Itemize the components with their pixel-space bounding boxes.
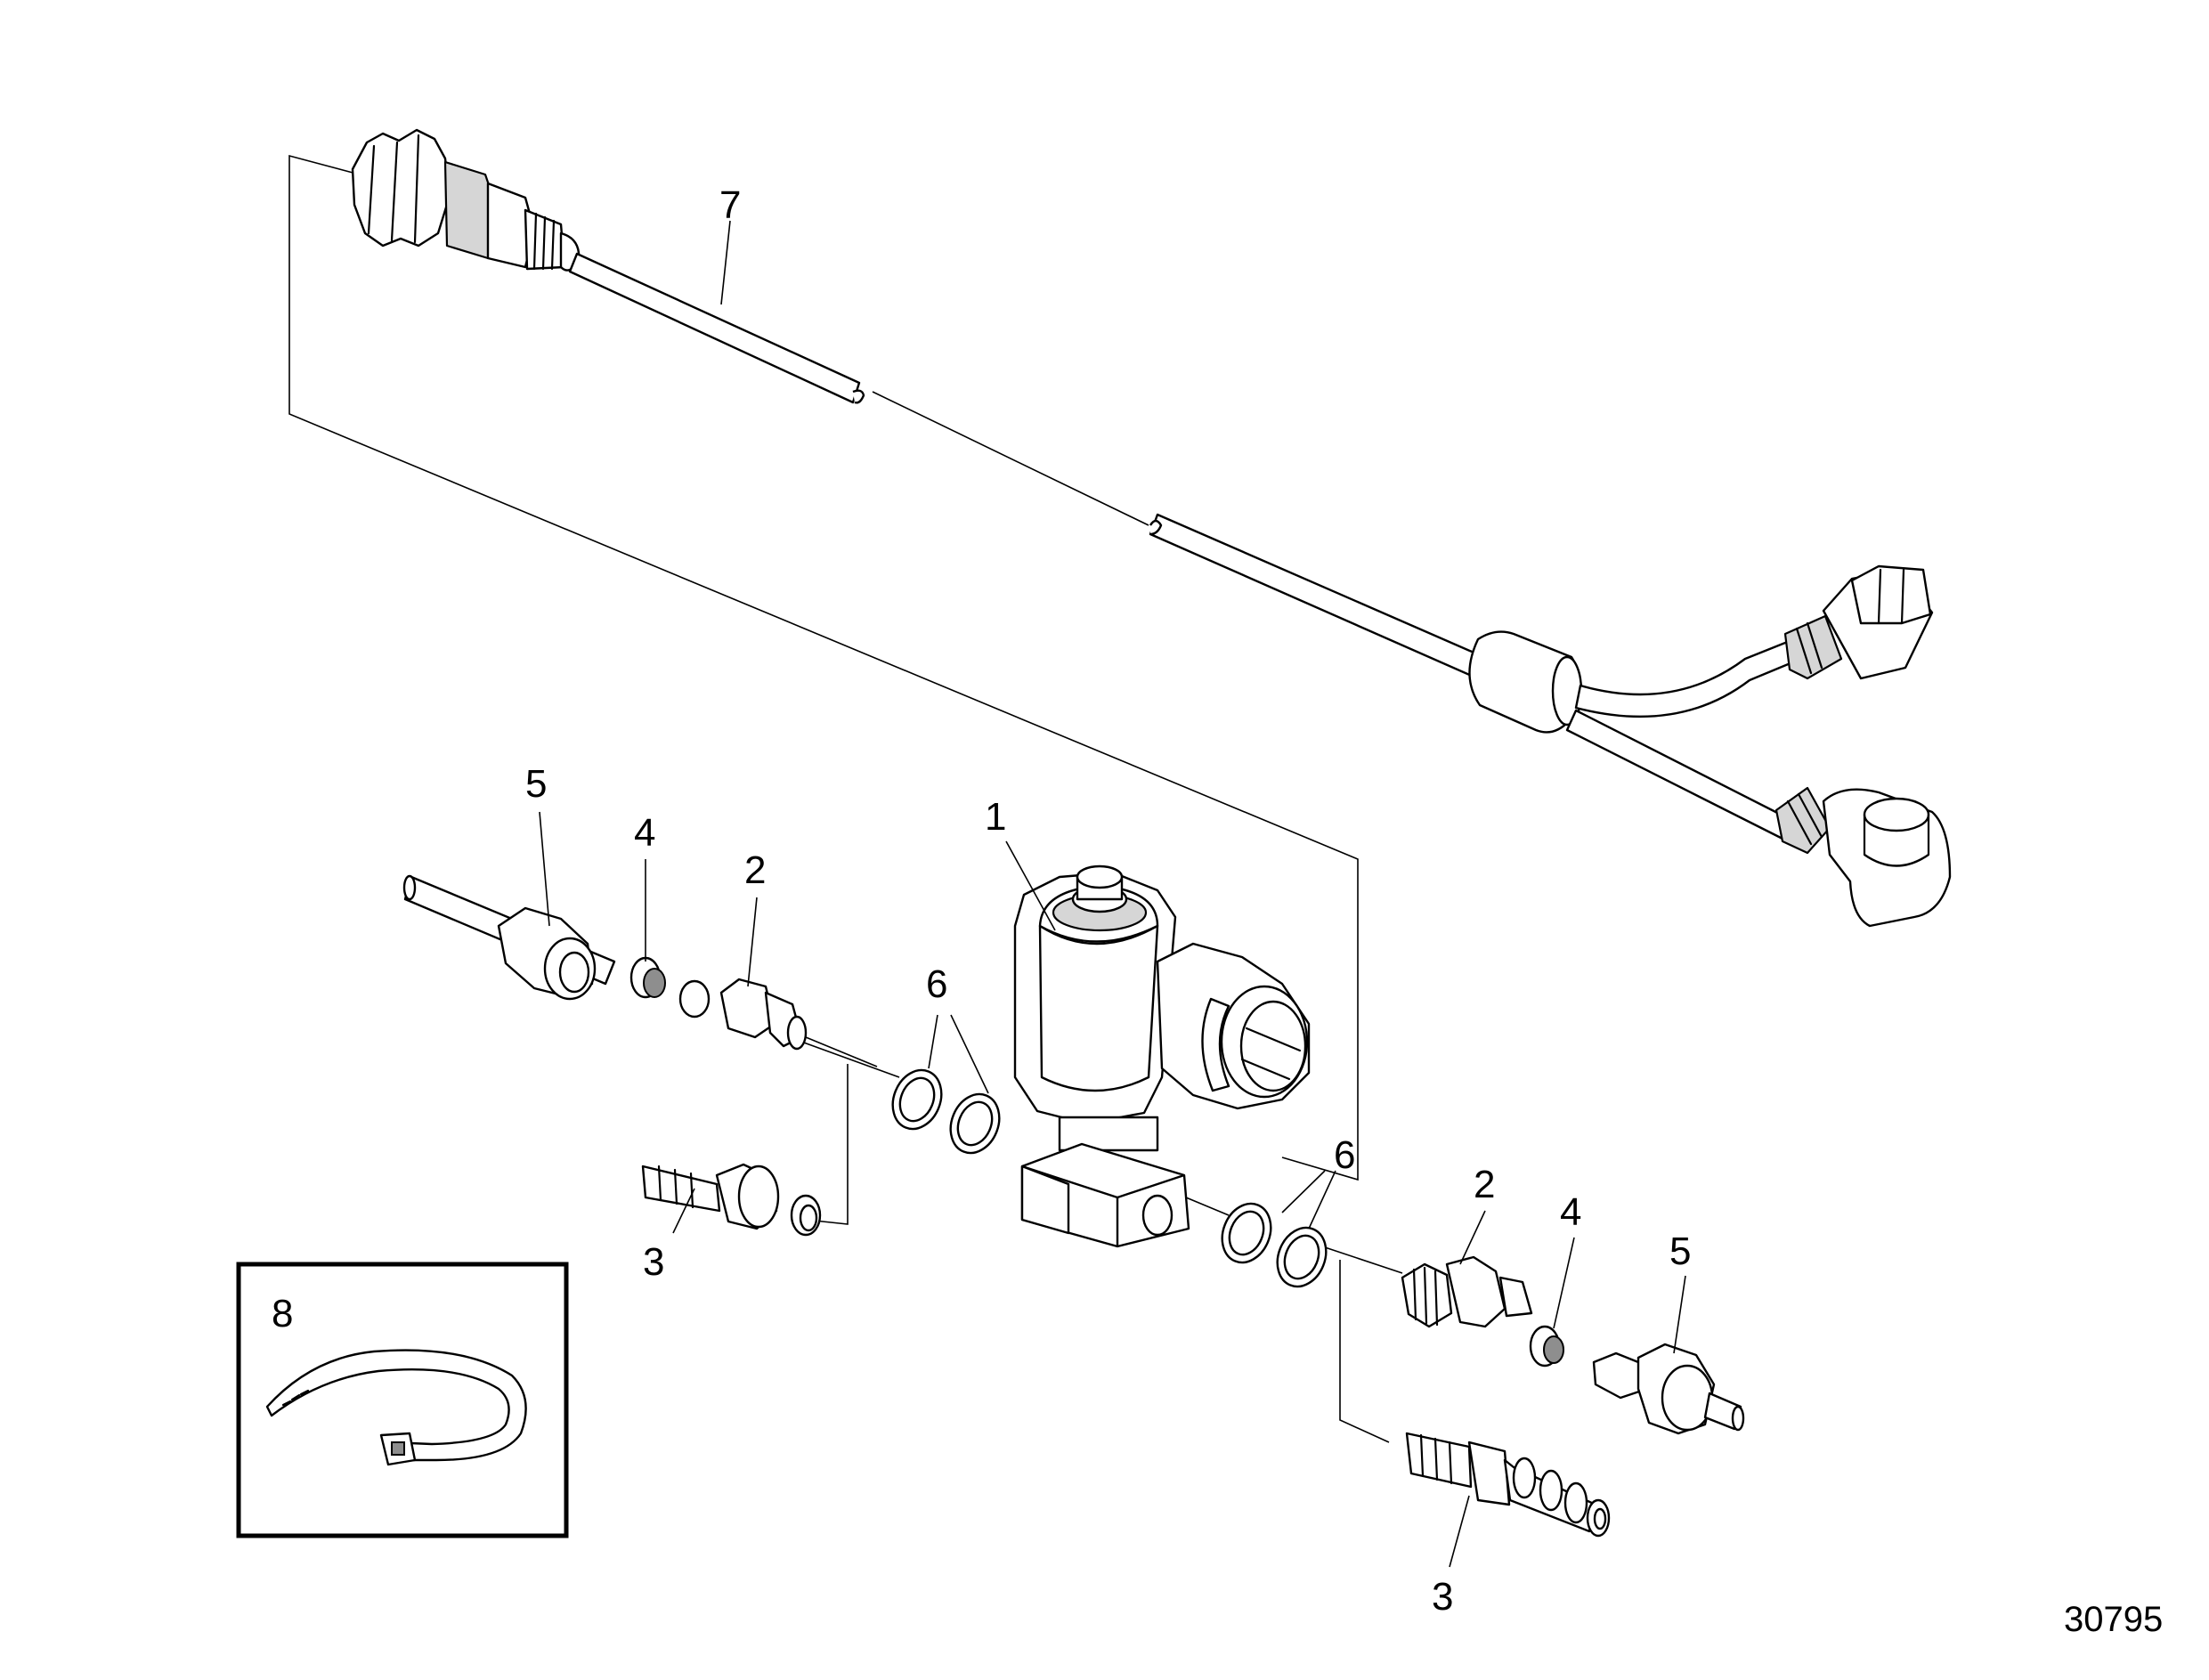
callout-6-left: 6	[926, 962, 947, 1006]
bracket-lines	[288, 154, 1403, 1443]
sealing-washers	[891, 1068, 1328, 1288]
callout-3-right: 3	[1432, 1575, 1453, 1619]
callout-5-left: 5	[525, 762, 547, 806]
wiring-harness	[351, 128, 1952, 928]
callout-4-left: 4	[634, 811, 655, 855]
callout-2-left: 2	[744, 848, 766, 892]
right-fitting-assembly	[1401, 1255, 1745, 1538]
solenoid-valve	[1013, 864, 1311, 1248]
left-fitting-assembly	[402, 874, 878, 1237]
callout-6-right: 6	[1334, 1133, 1355, 1177]
callout-2-right: 2	[1474, 1163, 1495, 1206]
callout-7: 7	[719, 183, 741, 227]
callout-4-right: 4	[1560, 1190, 1581, 1234]
cable-tie-inset	[236, 1262, 569, 1538]
figure-number: 30795	[2064, 1600, 2163, 1639]
callout-3-left: 3	[643, 1240, 664, 1284]
callout-labels: 7 5 4 2 1 6 6 2 4 5 3 3 8	[272, 183, 1691, 1619]
callout-1: 1	[985, 795, 1006, 839]
callout-8: 8	[272, 1292, 293, 1335]
callout-5-right: 5	[1669, 1230, 1691, 1273]
